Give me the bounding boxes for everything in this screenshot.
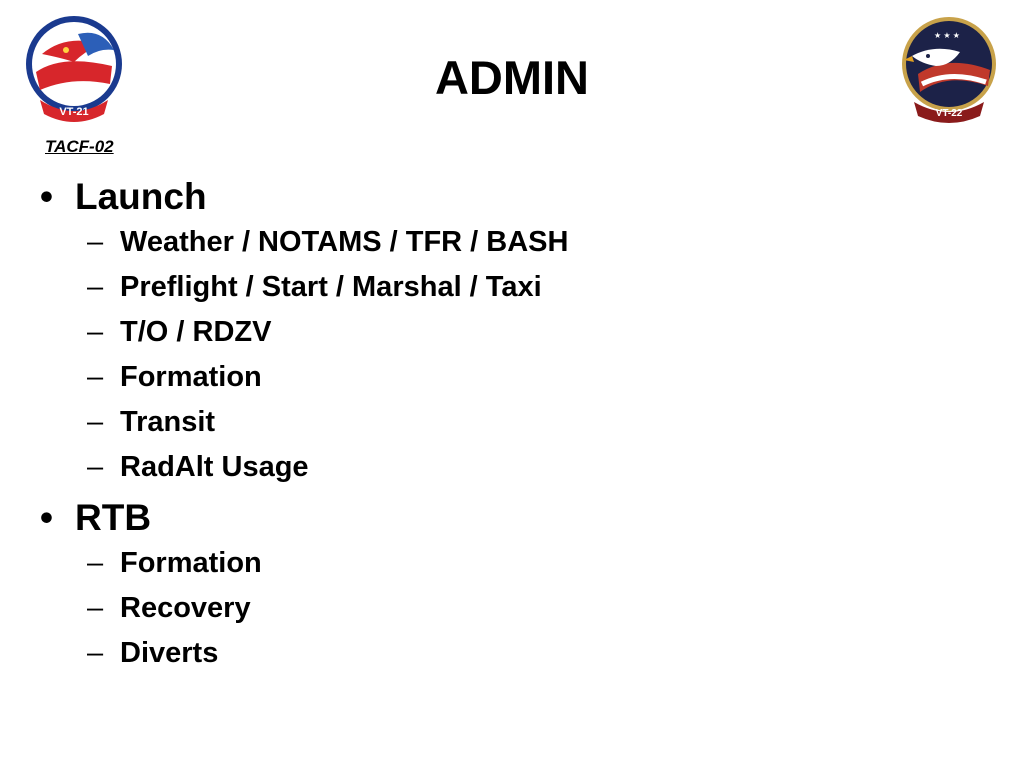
sub-bullet-label: T/O / RDZV — [120, 316, 272, 348]
sub-bullet-marker: – — [87, 271, 104, 303]
bullet-marker: • — [40, 497, 53, 538]
course-id-label: TACF-02 — [45, 137, 114, 156]
sub-bullet-item: – Formation — [40, 541, 940, 586]
bullet-item-rtb: • RTB — [40, 495, 940, 541]
sub-bullet-item: – Formation — [40, 355, 940, 400]
sub-bullet-item: – Recovery — [40, 586, 940, 631]
bullet-item-launch: • Launch — [40, 174, 940, 220]
sub-bullet-label: Preflight / Start / Marshal / Taxi — [120, 271, 542, 303]
sub-bullet-item: – Weather / NOTAMS / TFR / BASH — [40, 220, 940, 265]
sub-bullet-label: RadAlt Usage — [120, 451, 309, 483]
bullet-marker: • — [40, 176, 53, 217]
sub-bullet-marker: – — [87, 316, 104, 348]
bullet-label: RTB — [75, 497, 152, 538]
sub-bullet-marker: – — [87, 361, 104, 393]
sub-bullet-marker: – — [87, 637, 104, 669]
svg-text:VT-22: VT-22 — [936, 108, 963, 119]
sub-bullet-item: – RadAlt Usage — [40, 445, 940, 490]
sub-bullet-item: – Transit — [40, 400, 940, 445]
sub-bullet-marker: – — [87, 451, 104, 483]
svg-text:★ ★ ★: ★ ★ ★ — [934, 31, 960, 40]
sub-bullet-marker: – — [87, 547, 104, 579]
sub-bullet-label: Formation — [120, 547, 262, 579]
sub-bullet-label: Formation — [120, 361, 262, 393]
vt-21-squadron-patch-logo: VT-21 — [26, 16, 122, 122]
sub-bullet-marker: – — [87, 406, 104, 438]
svg-text:VT-21: VT-21 — [59, 106, 88, 118]
sub-bullet-label: Transit — [120, 406, 216, 438]
bullet-label: Launch — [75, 176, 207, 217]
sub-bullet-item: – T/O / RDZV — [40, 310, 940, 355]
bullet-list: • Launch – Weather / NOTAMS / TFR / BASH… — [40, 174, 940, 676]
slide-title: ADMIN — [434, 51, 590, 104]
sub-bullet-label: Recovery — [120, 592, 251, 624]
sub-bullet-marker: – — [87, 592, 104, 624]
sub-bullet-marker: – — [87, 226, 104, 258]
sub-bullet-label: Diverts — [120, 637, 219, 669]
sub-bullet-label: Weather / NOTAMS / TFR / BASH — [120, 226, 569, 258]
sub-bullet-item: – Diverts — [40, 631, 940, 676]
sub-bullet-item: – Preflight / Start / Marshal / Taxi — [40, 265, 940, 310]
vt-22-squadron-patch-logo: ★ ★ ★ VT-22 — [902, 17, 996, 123]
